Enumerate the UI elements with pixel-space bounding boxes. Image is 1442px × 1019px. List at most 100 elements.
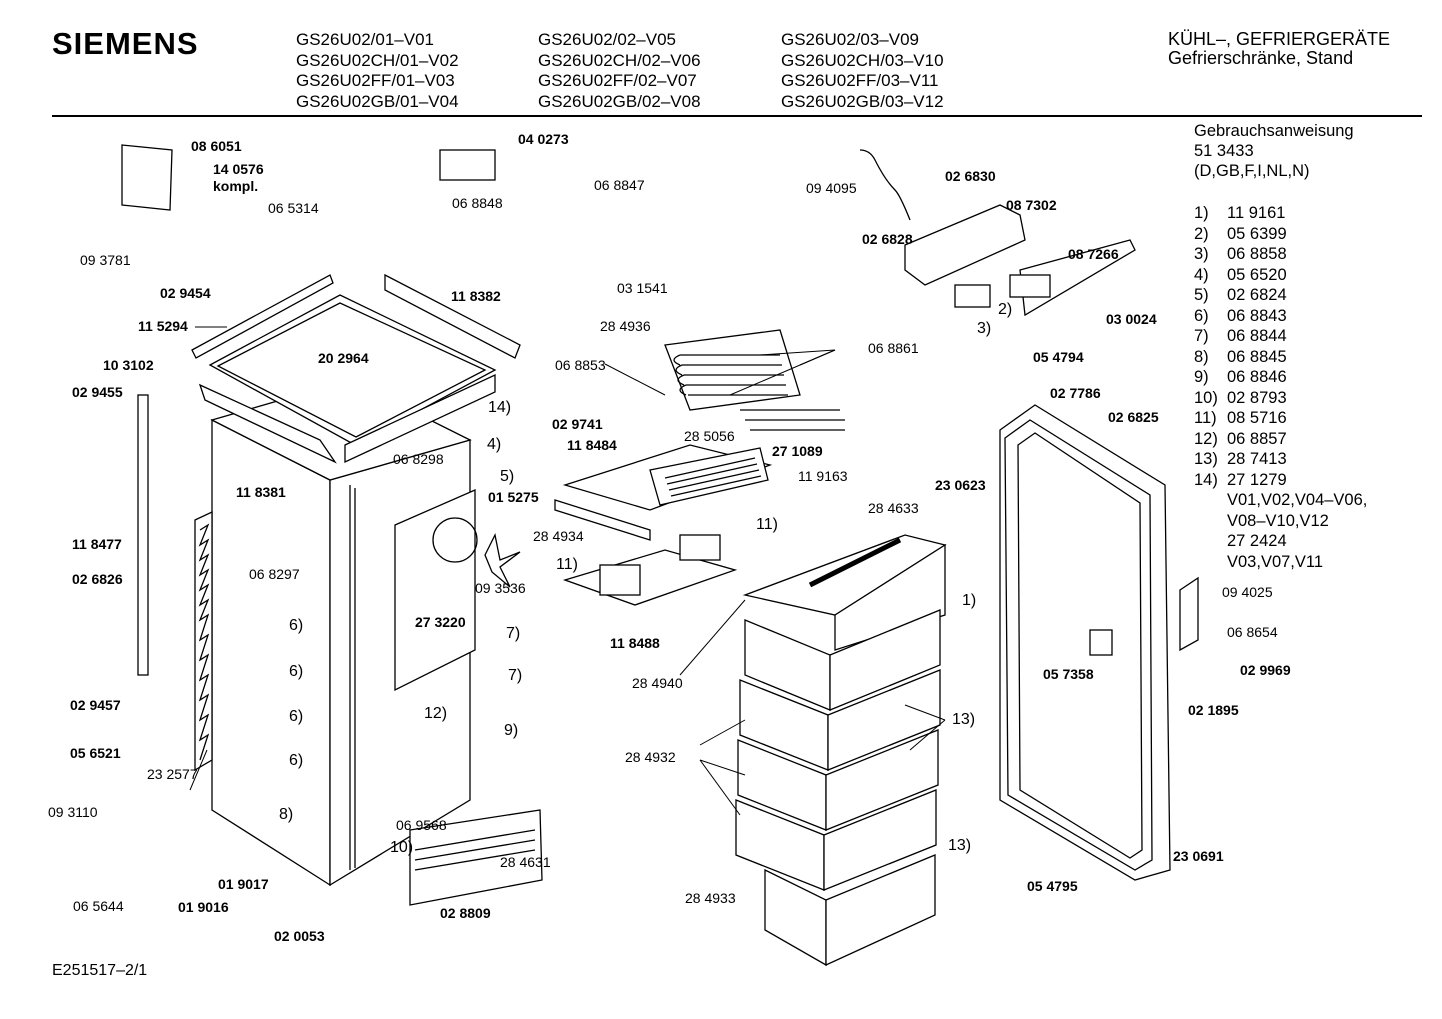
part-number-label: 27 1089 bbox=[772, 443, 823, 459]
part-number-label: 05 6521 bbox=[70, 745, 121, 761]
part-number-label: 28 4934 bbox=[533, 528, 584, 544]
part-number-label: 09 3781 bbox=[80, 252, 131, 268]
part-number-label: 06 8861 bbox=[868, 340, 919, 356]
header-divider bbox=[52, 115, 1422, 117]
category-subtitle: Gefrierschränke, Stand bbox=[1168, 48, 1354, 68]
footnote-row: 12)06 8857 bbox=[1194, 429, 1367, 450]
footnote-callout: 8) bbox=[279, 806, 294, 823]
category-block: KÜHL–, GEFRIERGERÄTE Gefrierschränke, St… bbox=[1168, 30, 1390, 68]
part-number-label: 28 5056 bbox=[684, 428, 735, 444]
part-number-label: 02 6828 bbox=[862, 231, 913, 247]
part-number-label: 23 0691 bbox=[1173, 848, 1224, 864]
footnote-callout: 10) bbox=[390, 839, 414, 856]
part-number-label: 09 3536 bbox=[475, 580, 526, 596]
part-number-label: kompl. bbox=[213, 178, 259, 194]
footnote-part-number: V03,V07,V11 bbox=[1227, 552, 1324, 571]
footnote-callout: 9) bbox=[504, 722, 519, 739]
footnote-callout: 6) bbox=[289, 752, 304, 769]
footnote-row: 6)06 8843 bbox=[1194, 306, 1367, 327]
part-number-label: 06 8848 bbox=[452, 195, 503, 211]
footnote-part-number: 02 6824 bbox=[1227, 286, 1287, 304]
footnote-row: 11)08 5716 bbox=[1194, 408, 1367, 429]
freezer-drawers bbox=[735, 534, 947, 967]
footnote-row: 14)27 1279 bbox=[1194, 470, 1367, 491]
part-number-label: 14 0576 bbox=[213, 161, 264, 177]
part-number-label: 10 3102 bbox=[103, 357, 154, 373]
footnote-part-number: 06 8844 bbox=[1227, 327, 1287, 345]
tray-11-8488 bbox=[562, 534, 738, 606]
evaporator-coil bbox=[664, 329, 845, 431]
manual-info: Gebrauchsanweisung 51 3433 (D,GB,F,I,NL,… bbox=[1194, 121, 1354, 181]
part-number-label: 11 9163 bbox=[798, 468, 848, 484]
part-number-label: 28 4933 bbox=[685, 890, 736, 906]
footnote-part-number: 05 6520 bbox=[1227, 265, 1287, 284]
part-number-label: 06 9568 bbox=[396, 817, 447, 833]
footnote-callout: 1) bbox=[962, 592, 977, 609]
part-number-label: 01 9016 bbox=[178, 899, 229, 915]
drawing-code: E251517–2/1 bbox=[52, 962, 148, 979]
part-number-label: 04 0273 bbox=[518, 131, 569, 147]
part-number-label: 03 1541 bbox=[617, 280, 668, 296]
part-number-label: 11 8382 bbox=[451, 288, 501, 304]
manual-languages: (D,GB,F,I,NL,N) bbox=[1194, 162, 1310, 180]
footnote-part-number: 06 8843 bbox=[1227, 306, 1287, 325]
footnote-row: V03,V07,V11 bbox=[1194, 552, 1367, 573]
footnote-part-number: 02 8793 bbox=[1227, 388, 1287, 407]
footnote-number: 8) bbox=[1194, 347, 1209, 366]
footnote-callout: 6) bbox=[289, 708, 304, 725]
part-number-label: 11 8488 bbox=[610, 635, 660, 651]
part-number-label: 02 9741 bbox=[552, 416, 603, 432]
model-number: GS26U02FF/03–V11 bbox=[781, 71, 939, 90]
part-number-label: 11 8477 bbox=[72, 536, 122, 552]
footnote-callout: 13) bbox=[952, 711, 976, 728]
manual-title: Gebrauchsanweisung bbox=[1194, 122, 1354, 140]
footnote-number: 5) bbox=[1194, 286, 1209, 304]
footnote-number: 11) bbox=[1194, 409, 1217, 427]
footnote-row: 13) 28 7413 bbox=[1194, 449, 1367, 470]
model-number: GS26U02FF/01–V03 bbox=[296, 71, 455, 90]
model-number: GS26U02GB/03–V12 bbox=[781, 91, 944, 111]
model-number: GS26U02CH/03–V10 bbox=[781, 50, 944, 70]
footnote-callout: 12) bbox=[424, 705, 448, 722]
model-number: GS26U02/03–V09 bbox=[781, 30, 919, 49]
part-number-label: 28 4932 bbox=[625, 749, 676, 765]
part-number-label: 11 8381 bbox=[236, 484, 286, 500]
footnote-number: 9) bbox=[1194, 368, 1209, 386]
part-number-label: 23 0623 bbox=[935, 477, 986, 493]
part-number-label: 05 4795 bbox=[1027, 878, 1078, 894]
footnote-number: 4) bbox=[1194, 265, 1209, 284]
model-number: GS26U02/01–V01 bbox=[296, 30, 434, 49]
category-title: KÜHL–, GEFRIERGERÄTE bbox=[1168, 29, 1391, 49]
footnote-row: 9)06 8846 bbox=[1194, 367, 1367, 388]
model-column-2: GS26U02/02–V05 GS26U02CH/02–V06 GS26U02F… bbox=[538, 30, 701, 112]
part-number-label: 06 8298 bbox=[393, 451, 444, 467]
part-number-label: 28 4631 bbox=[500, 854, 551, 870]
footnote-callout: 5) bbox=[500, 468, 515, 485]
part-number-label: 01 5275 bbox=[488, 489, 539, 505]
part-number-label: 05 7358 bbox=[1043, 666, 1094, 682]
footnote-callout: 3) bbox=[977, 320, 992, 337]
footnote-part-number: 06 8857 bbox=[1227, 429, 1287, 448]
thermostat-housing bbox=[859, 149, 1136, 317]
part-number-label: 20 2964 bbox=[318, 350, 369, 366]
part-number-label: 02 6825 bbox=[1108, 409, 1159, 425]
footnote-callout: 13) bbox=[948, 837, 972, 854]
part-number-label: 28 4633 bbox=[868, 500, 919, 516]
footnote-callout: 6) bbox=[289, 663, 304, 680]
part-number-label: 28 4936 bbox=[600, 318, 651, 334]
footnote-callout: 7) bbox=[506, 625, 521, 642]
part-number-label: 06 8853 bbox=[555, 357, 606, 373]
part-number-label: 27 3220 bbox=[415, 614, 466, 630]
footnote-number: 13) bbox=[1194, 450, 1218, 468]
model-number: GS26U02GB/01–V04 bbox=[296, 91, 459, 111]
footnote-part-number: V08–V10,V12 bbox=[1227, 511, 1329, 530]
footnote-part-number: 28 7413 bbox=[1227, 450, 1287, 468]
footnote-callout: 14) bbox=[488, 399, 512, 416]
part-number-label: 02 6826 bbox=[72, 571, 123, 587]
part-number-label: 09 4025 bbox=[1222, 584, 1273, 600]
part-number-label: 02 9457 bbox=[70, 697, 121, 713]
part-number-label: 02 1895 bbox=[1188, 702, 1239, 718]
part-number-label: 02 8809 bbox=[440, 905, 491, 921]
part-number-label: 09 4095 bbox=[806, 180, 857, 196]
footnote-part-number: V01,V02,V04–V06, bbox=[1227, 491, 1368, 509]
